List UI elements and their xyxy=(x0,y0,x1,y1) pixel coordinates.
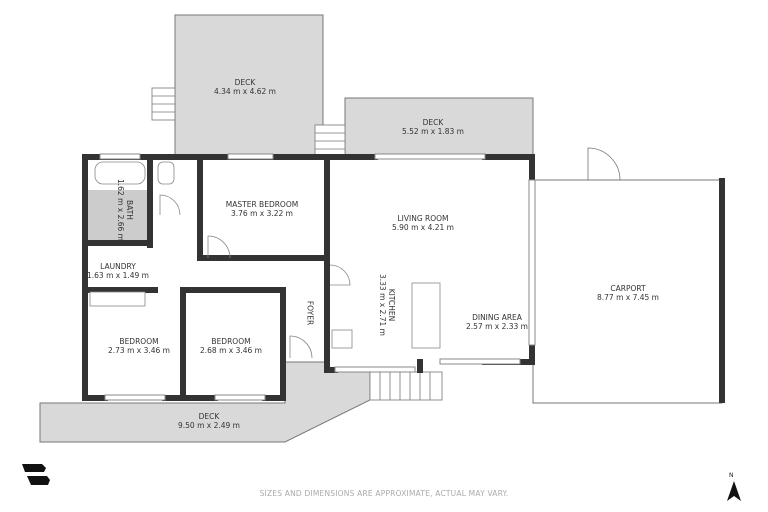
stairs-rear xyxy=(314,124,346,156)
bath-floor xyxy=(86,190,148,240)
brand-logo xyxy=(22,464,50,485)
windows xyxy=(99,153,536,401)
north-label: N xyxy=(729,472,734,479)
stairs-front xyxy=(369,371,443,401)
north-arrow-icon xyxy=(727,481,741,501)
fixtures xyxy=(89,161,441,359)
carport-area xyxy=(532,179,723,404)
disclaimer-text: SIZES AND DIMENSIONS ARE APPROXIMATE, AC… xyxy=(259,489,509,498)
deck-front-area xyxy=(39,361,371,443)
carport-door xyxy=(587,147,621,181)
stairs-top xyxy=(151,87,176,121)
room-label-foyer: FOYER xyxy=(305,300,315,326)
